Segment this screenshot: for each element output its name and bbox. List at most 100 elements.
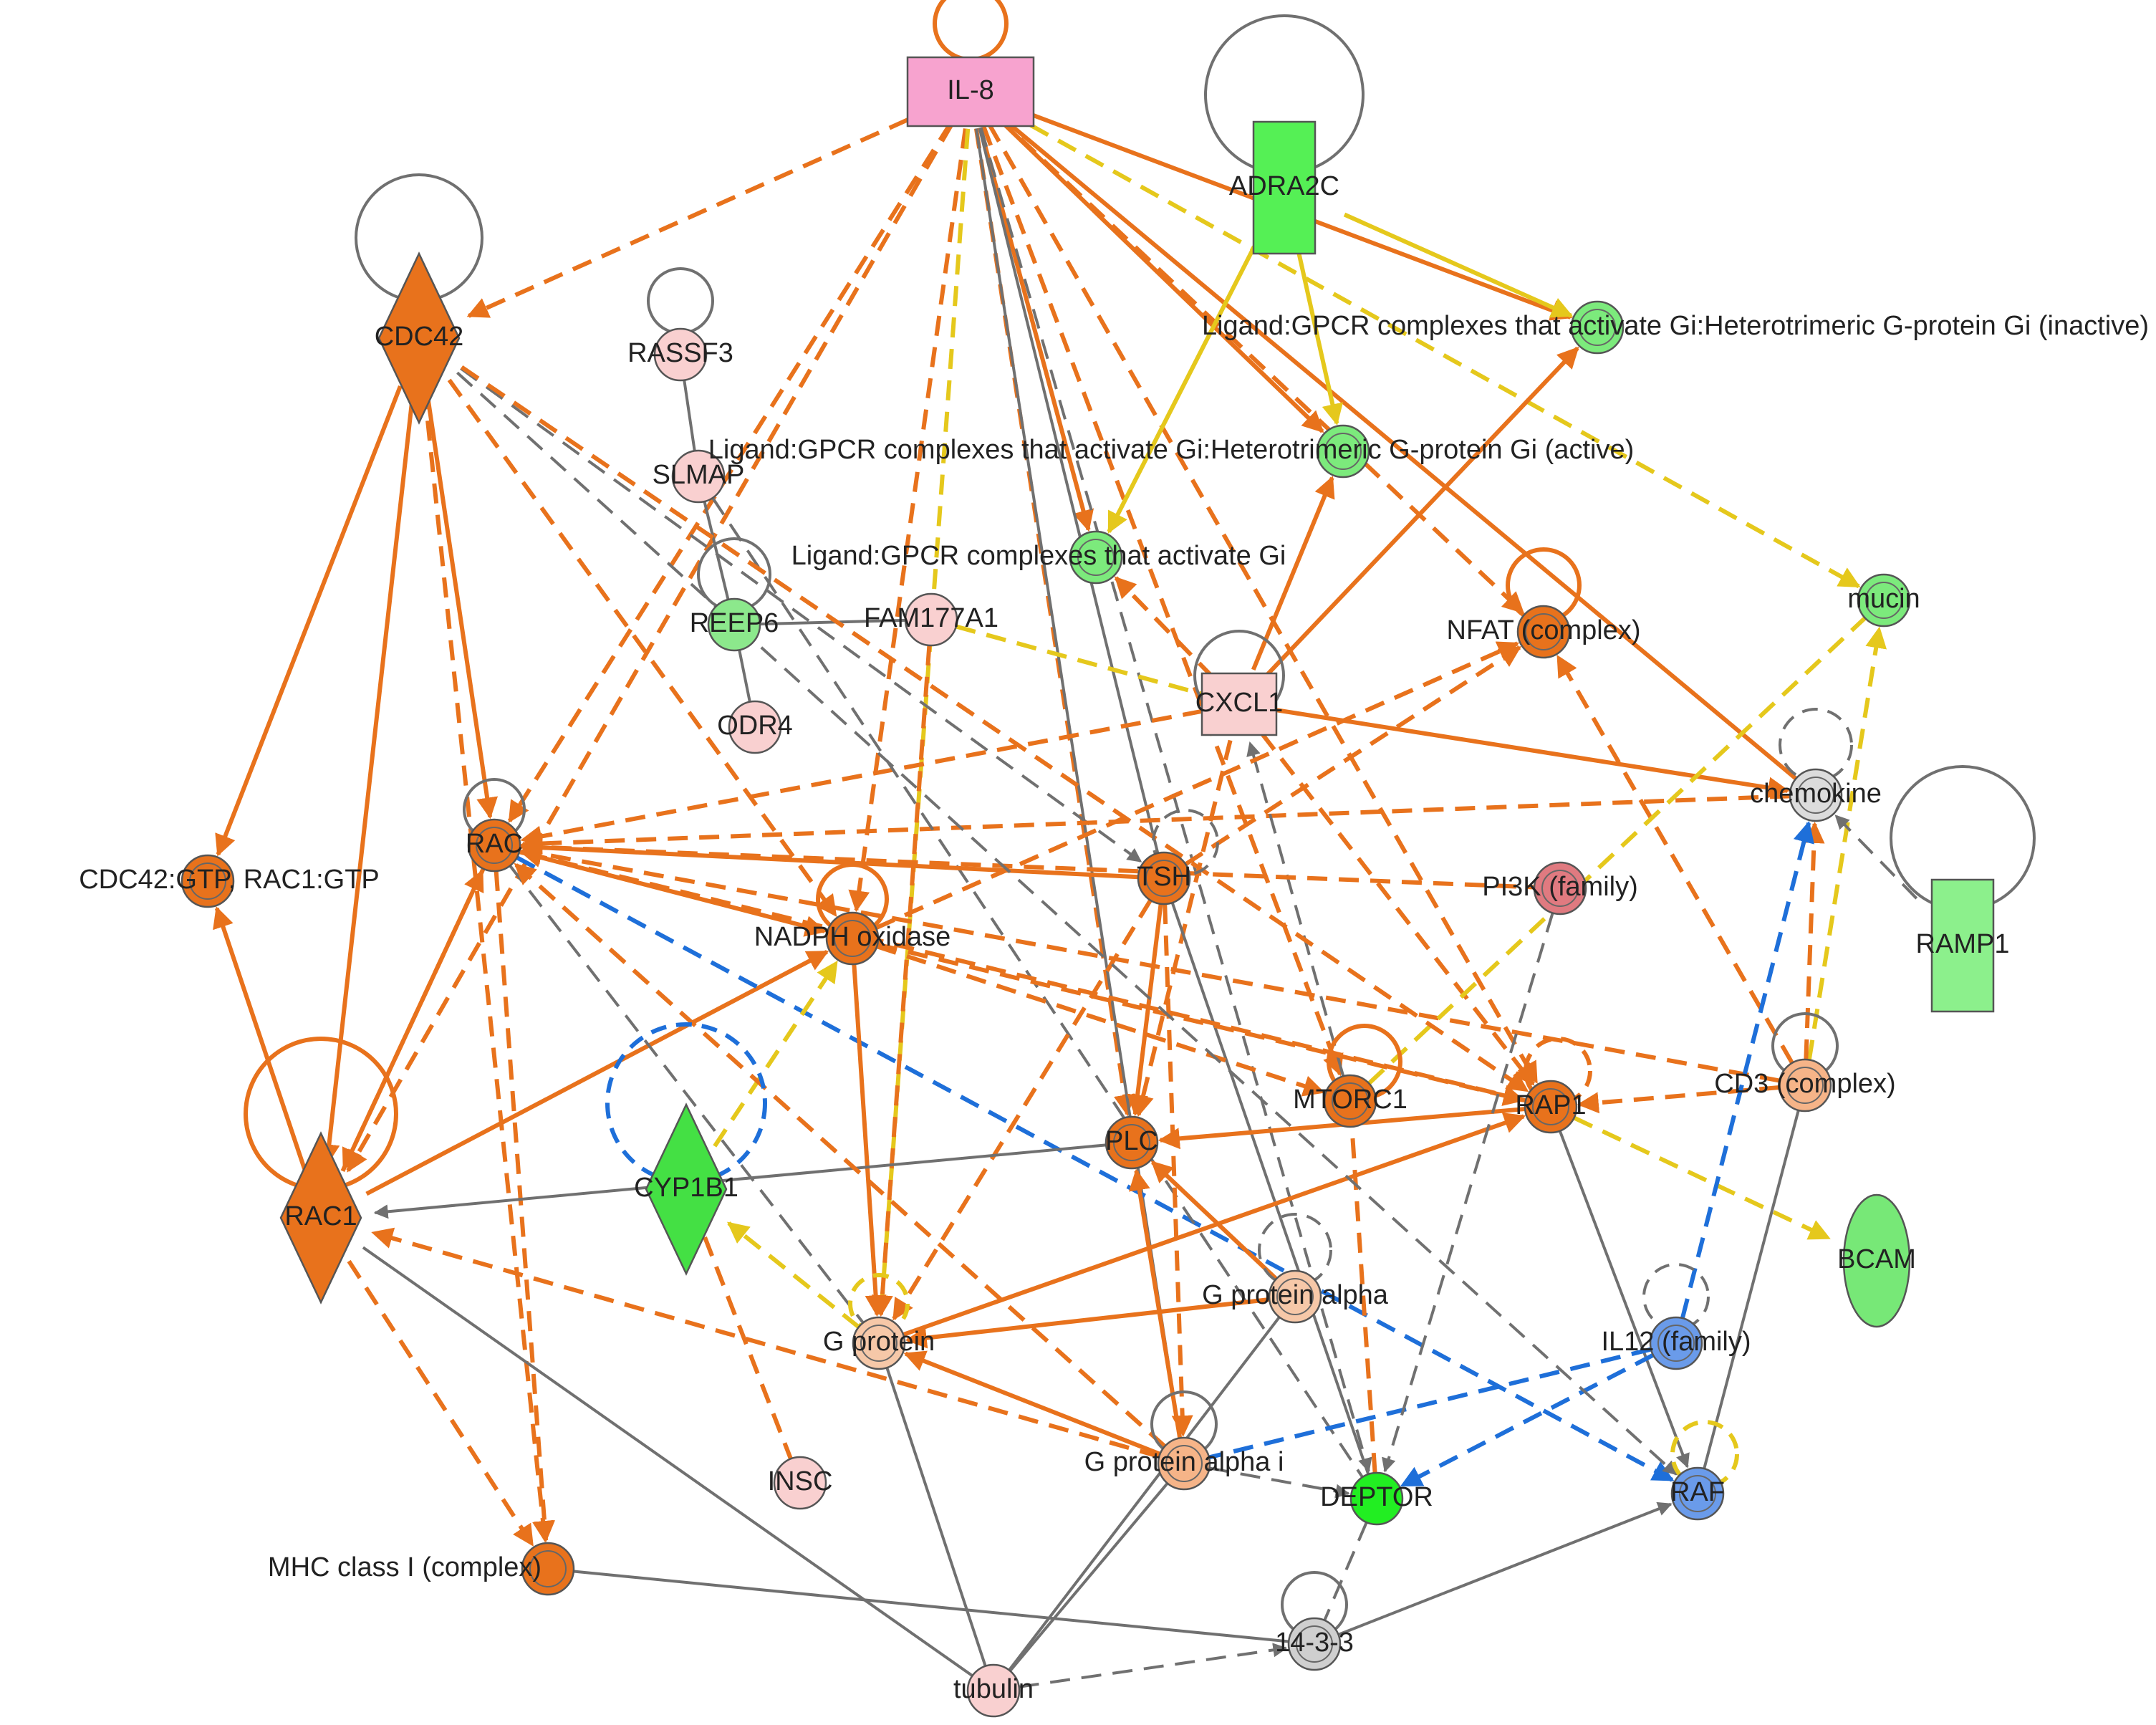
edge-mtorc1-to-cxcl1 bbox=[1246, 741, 1345, 1077]
edge-cxcl1-to-gi_inactive bbox=[1263, 346, 1579, 679]
edge-il8-to-rac bbox=[507, 122, 953, 823]
edge-il12-to-chemokine bbox=[1680, 820, 1814, 1319]
edge-cd3-to-mucin bbox=[1806, 626, 1887, 1060]
edge-il8-to-mucin bbox=[1001, 107, 1861, 589]
node-rac[interactable]: RAC bbox=[466, 818, 523, 873]
self-loop-layer bbox=[244, 0, 2036, 1638]
node-inner-ring-plc bbox=[1113, 1124, 1150, 1161]
edge-cxcl1-to-chemokine bbox=[1275, 708, 1790, 799]
node-adra2c[interactable]: ADRA2C bbox=[1229, 120, 1339, 255]
node-label-insc: INSC bbox=[768, 1466, 833, 1496]
node-inner-ring-nfat bbox=[1525, 613, 1562, 650]
node-galpha[interactable]: G protein alpha bbox=[1202, 1269, 1389, 1324]
node-shape-il8 bbox=[906, 56, 1035, 128]
edge-cdc42-to-mhc bbox=[422, 389, 554, 1543]
edge-cdc42-to-rap1 bbox=[460, 365, 1529, 1093]
node-nadph[interactable]: NADPH oxidase bbox=[754, 911, 951, 966]
node-mtorc1[interactable]: MTORC1 bbox=[1293, 1074, 1407, 1128]
node-slmap[interactable]: SLMAP bbox=[653, 449, 745, 504]
node-gi_active[interactable]: Ligand:GPCR complexes that activate Gi:H… bbox=[708, 424, 1634, 479]
edge-plc-to-rac1 bbox=[373, 1143, 1107, 1219]
edge-il8-to-nadph bbox=[848, 128, 968, 913]
edge-cdc42-to-tsh bbox=[460, 367, 1142, 863]
edge-galphai-to-plc bbox=[1128, 1168, 1183, 1438]
node-label-reep6: REEP6 bbox=[690, 608, 779, 638]
node-label-cdc42: CDC42 bbox=[375, 322, 464, 352]
node-mhc[interactable]: MHC class I (complex) bbox=[268, 1542, 575, 1596]
node-rac1[interactable]: RAC1 bbox=[279, 1131, 362, 1304]
node-rassf3[interactable]: RASSF3 bbox=[627, 327, 733, 382]
node-rap1[interactable]: RAP1 bbox=[1515, 1080, 1587, 1134]
edge-il8-to-deptor bbox=[979, 127, 1372, 1473]
node-cd3[interactable]: CD3 (complex) bbox=[1714, 1058, 1896, 1113]
edge-il8-to-mtorc1 bbox=[981, 125, 1344, 1077]
node-ramp1[interactable]: RAMP1 bbox=[1916, 878, 2010, 1013]
node-inner-ring-gi_active bbox=[1324, 433, 1362, 470]
node-inner-ring-cd3 bbox=[1786, 1067, 1824, 1104]
node-cdc42gtp[interactable]: CDC42:GTP, RAC1:GTP bbox=[79, 854, 380, 908]
node-label-rac1: RAC1 bbox=[284, 1201, 357, 1231]
node-insc[interactable]: INSC bbox=[768, 1456, 833, 1510]
edge-cdc42-to-nadph bbox=[447, 378, 838, 918]
edge-cxcl1-to-plc bbox=[1132, 739, 1233, 1118]
node-shape-slmap bbox=[671, 449, 726, 504]
edge-slmap-to-reep6 bbox=[703, 501, 730, 600]
edge-mtorc1-to-mucin bbox=[1367, 616, 1867, 1085]
edge-galpha-to-plc bbox=[1150, 1161, 1278, 1281]
node-label-cdc42gtp: CDC42:GTP, RAC1:GTP bbox=[79, 865, 380, 895]
node-shape-bcam bbox=[1842, 1193, 1911, 1328]
edge-cxcl1-to-rac bbox=[520, 708, 1203, 847]
node-il12[interactable]: IL12 (family) bbox=[1601, 1316, 1751, 1370]
node-gi_ligand[interactable]: Ligand:GPCR complexes that activate Gi bbox=[791, 530, 1286, 585]
node-inner-ring-mtorc1 bbox=[1332, 1082, 1369, 1120]
node-inner-ring-rac bbox=[476, 827, 513, 864]
edge-fam177a1-to-cxcl1 bbox=[955, 624, 1204, 697]
node-label-galpha: G protein alpha bbox=[1202, 1280, 1389, 1310]
node-tubulin[interactable]: tubulin bbox=[953, 1663, 1034, 1718]
node-mucin[interactable]: mucin bbox=[1847, 573, 1920, 628]
node-chemokine[interactable]: chemokine bbox=[1750, 768, 1882, 822]
node-odr4[interactable]: ODR4 bbox=[717, 700, 793, 754]
edge-tsh-to-deptor bbox=[1170, 902, 1370, 1475]
node-nfat[interactable]: NFAT (complex) bbox=[1447, 605, 1641, 659]
edge-galphai-to-deptor bbox=[1209, 1466, 1350, 1499]
node-galphai[interactable]: G protein alpha i bbox=[1084, 1436, 1284, 1491]
node-cxcl1[interactable]: CXCL1 bbox=[1195, 672, 1284, 736]
node-inner-ring-mhc bbox=[529, 1550, 567, 1587]
node-raf[interactable]: RAF bbox=[1670, 1466, 1725, 1521]
edge-nadph-to-gprotein bbox=[852, 964, 887, 1317]
edge-cdc42-to-raf bbox=[456, 371, 1678, 1476]
node-label-rassf3: RASSF3 bbox=[627, 338, 733, 368]
node-gprotein[interactable]: G protein bbox=[823, 1316, 935, 1370]
edge-fam177a1-to-reep6 bbox=[759, 618, 906, 626]
node-cdc42[interactable]: CDC42 bbox=[375, 251, 464, 425]
edge-cyp1b1-to-nadph bbox=[713, 960, 839, 1148]
edge-adra2c-to-gi_active bbox=[1296, 251, 1344, 426]
node-bcam[interactable]: BCAM bbox=[1837, 1193, 1916, 1328]
node-deptor[interactable]: DEPTOR bbox=[1320, 1471, 1433, 1526]
node-tsh[interactable]: TSH bbox=[1137, 851, 1191, 905]
edge-il8-to-rap1 bbox=[987, 122, 1539, 1084]
node-shape-tubulin bbox=[966, 1663, 1021, 1718]
node-gi_inactive[interactable]: Ligand:GPCR complexes that activate Gi:H… bbox=[1202, 300, 2149, 355]
edge-rac1-to-cdc42gtp bbox=[213, 906, 307, 1170]
self-loop-il8 bbox=[933, 0, 1009, 62]
node-shape-odr4 bbox=[728, 700, 782, 754]
edge-il8-to-tsh bbox=[978, 128, 1160, 854]
node-pi3k[interactable]: PI3K (family) bbox=[1482, 861, 1638, 916]
node-label-chemokine: chemokine bbox=[1750, 779, 1882, 809]
node-label-deptor: DEPTOR bbox=[1320, 1482, 1433, 1512]
node-cyp1b1[interactable]: CYP1B1 bbox=[634, 1102, 738, 1276]
node-reep6[interactable]: REEP6 bbox=[690, 597, 779, 652]
node-fam177a1[interactable]: FAM177A1 bbox=[864, 592, 998, 647]
node-p1433[interactable]: 14-3-3 bbox=[1275, 1617, 1354, 1671]
node-shape-ramp1 bbox=[1930, 878, 1995, 1013]
node-label-mtorc1: MTORC1 bbox=[1293, 1085, 1407, 1115]
edge-tsh-to-nfat bbox=[1184, 645, 1521, 866]
node-shape-cdc42 bbox=[377, 251, 461, 425]
node-plc[interactable]: PLC bbox=[1105, 1115, 1159, 1170]
node-shape-rac1 bbox=[279, 1131, 362, 1304]
edge-rac-to-pi3k bbox=[519, 844, 1535, 890]
node-il8[interactable]: IL-8 bbox=[906, 56, 1035, 128]
node-label-p1433: 14-3-3 bbox=[1275, 1628, 1354, 1658]
